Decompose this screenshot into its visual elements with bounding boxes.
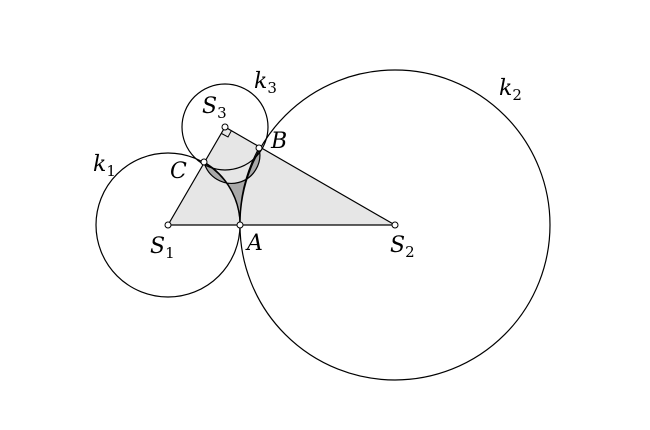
label-s2: S2 xyxy=(390,233,415,261)
right-angle-marker xyxy=(221,130,232,138)
label-c: C xyxy=(170,159,187,184)
point-s1 xyxy=(164,221,172,229)
point-a xyxy=(236,221,244,229)
label-k1: k1 xyxy=(93,152,116,180)
label-s1: S1 xyxy=(150,234,175,262)
point-s2 xyxy=(391,221,399,229)
circle-k3 xyxy=(181,83,269,171)
point-c xyxy=(200,158,208,166)
label-s3: S3 xyxy=(202,94,227,122)
label-k3: k3 xyxy=(254,69,277,97)
label-k2: k2 xyxy=(499,76,522,104)
label-b: B xyxy=(270,129,287,154)
triangle-s1-s2-s3 xyxy=(166,126,398,226)
point-b xyxy=(255,144,263,152)
label-a: A xyxy=(245,231,263,256)
point-s3 xyxy=(221,123,229,131)
